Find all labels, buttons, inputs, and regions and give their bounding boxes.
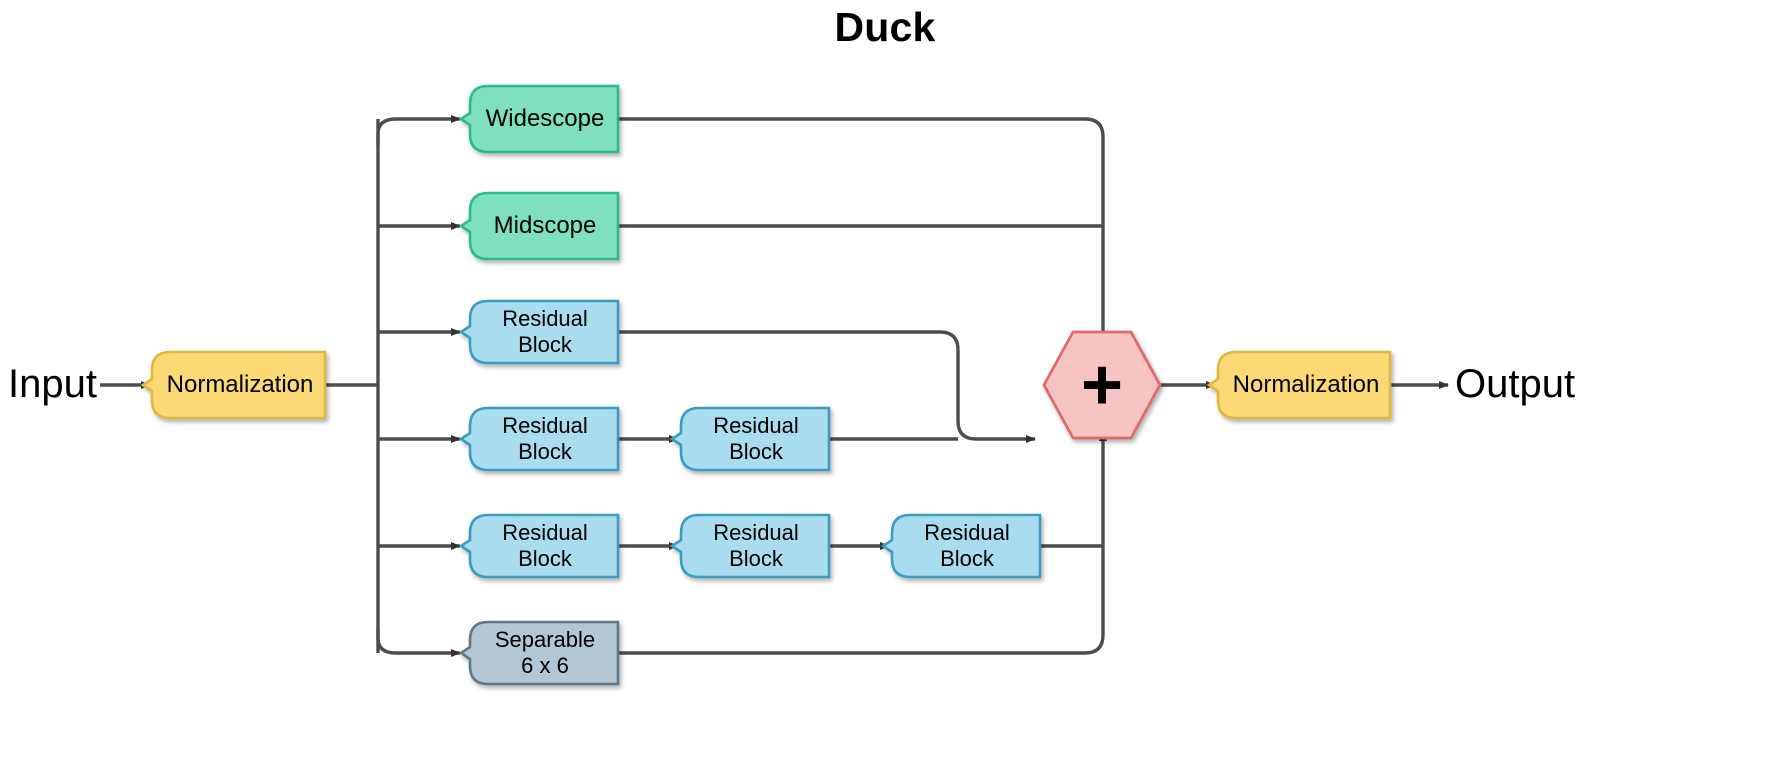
node-residual-b3-1[interactable]: [458, 513, 620, 579]
node-residual-b1-1[interactable]: [458, 299, 620, 365]
node-widescope[interactable]: [458, 84, 620, 154]
node-normalization-input[interactable]: [140, 350, 327, 420]
node-normalization-output[interactable]: [1206, 350, 1392, 420]
output-label: Output: [1455, 362, 1576, 406]
node-residual-b2-2[interactable]: [669, 406, 831, 472]
node-residual-b3-2[interactable]: [669, 513, 831, 579]
input-label: Input: [8, 362, 97, 406]
node-residual-b2-1[interactable]: [458, 406, 620, 472]
node-add-hexagon[interactable]: [1042, 330, 1162, 440]
node-midscope[interactable]: [458, 191, 620, 261]
node-residual-b3-3[interactable]: [880, 513, 1042, 579]
page-title: Duck: [834, 4, 936, 50]
node-separable[interactable]: [458, 620, 620, 686]
